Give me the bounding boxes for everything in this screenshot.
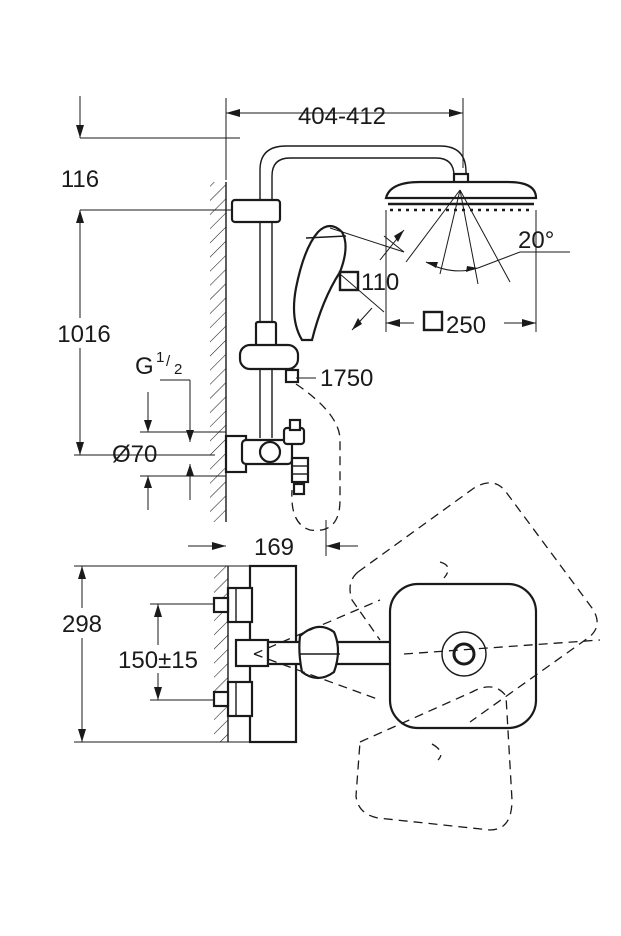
dimension-arm-width: 404-412 <box>225 98 464 180</box>
head-shower-plan <box>388 582 538 730</box>
svg-text:/: / <box>166 353 171 370</box>
label-rail-height: 1016 <box>57 321 110 348</box>
wall-section-upper <box>210 182 227 522</box>
label-arm-width: 404-412 <box>298 103 386 130</box>
label-hand-size: 110 <box>361 269 399 296</box>
shower-hose: 1750 <box>291 365 373 532</box>
label-top-offset: 116 <box>61 166 99 193</box>
label-mixer-height: 298 <box>62 611 102 638</box>
wall-section-lower <box>214 566 229 742</box>
dimension-flange: G 1 / 2 Ø70 <box>112 349 226 510</box>
dimension-spout: 169 <box>188 520 358 561</box>
label-thread: G <box>135 353 154 380</box>
dimension-mixer-height: 298 <box>52 565 296 743</box>
riser-and-arm <box>230 145 467 438</box>
label-hose-length: 1750 <box>320 365 373 392</box>
rotation-outlines <box>253 482 601 831</box>
dimension-inlet-spacing: 150±15 <box>110 603 240 701</box>
dimension-vertical-left: 116 1016 <box>48 96 240 456</box>
label-thread-denominator: 2 <box>174 361 182 378</box>
label-flange-diameter: Ø70 <box>112 441 157 468</box>
head-shower: 20° 250 <box>384 172 570 339</box>
label-spout-projection: 169 <box>254 534 294 561</box>
hand-shower: 110 <box>292 224 405 342</box>
mixer-front <box>224 418 310 496</box>
label-head-size: 250 <box>446 312 486 339</box>
label-thread-numerator: 1 <box>156 349 164 366</box>
label-inlet-spacing: 150±15 <box>118 647 198 674</box>
